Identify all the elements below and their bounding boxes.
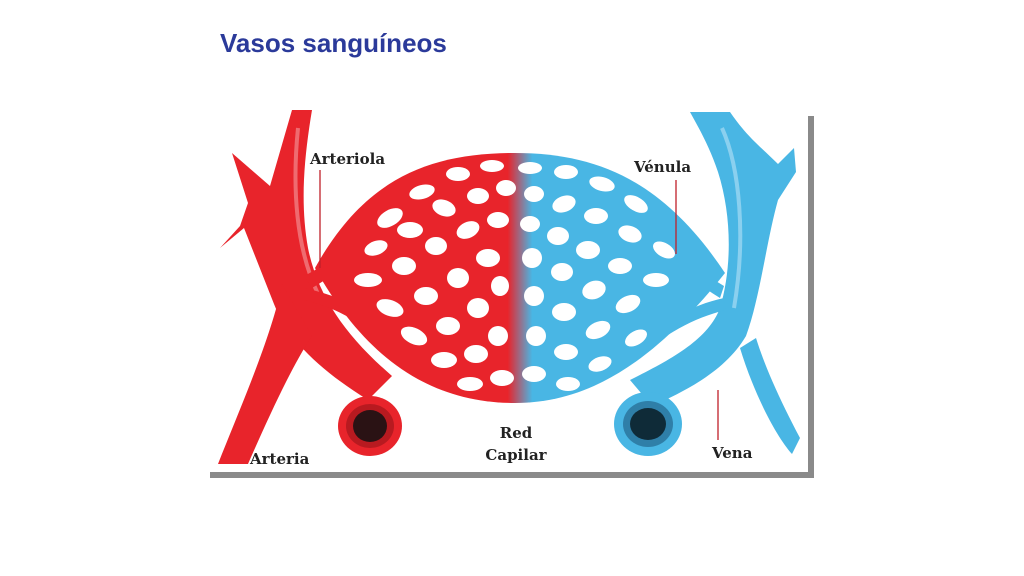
label-venula: Vénula (633, 158, 691, 176)
vein-opening (614, 392, 682, 456)
label-arteria: Arteria (249, 450, 310, 468)
artery-opening (338, 396, 402, 456)
label-arteriola: Arteriola (309, 150, 385, 168)
label-capilar: Capilar (485, 446, 547, 464)
capillary-network (315, 153, 725, 403)
vein (630, 112, 800, 454)
label-vena: Vena (711, 444, 753, 462)
blood-vessels-diagram: Arteriola Vénula Arteria Red Capilar Ven… (204, 110, 814, 478)
slide-title: Vasos sanguíneos (220, 28, 447, 58)
label-red: Red (500, 424, 533, 442)
